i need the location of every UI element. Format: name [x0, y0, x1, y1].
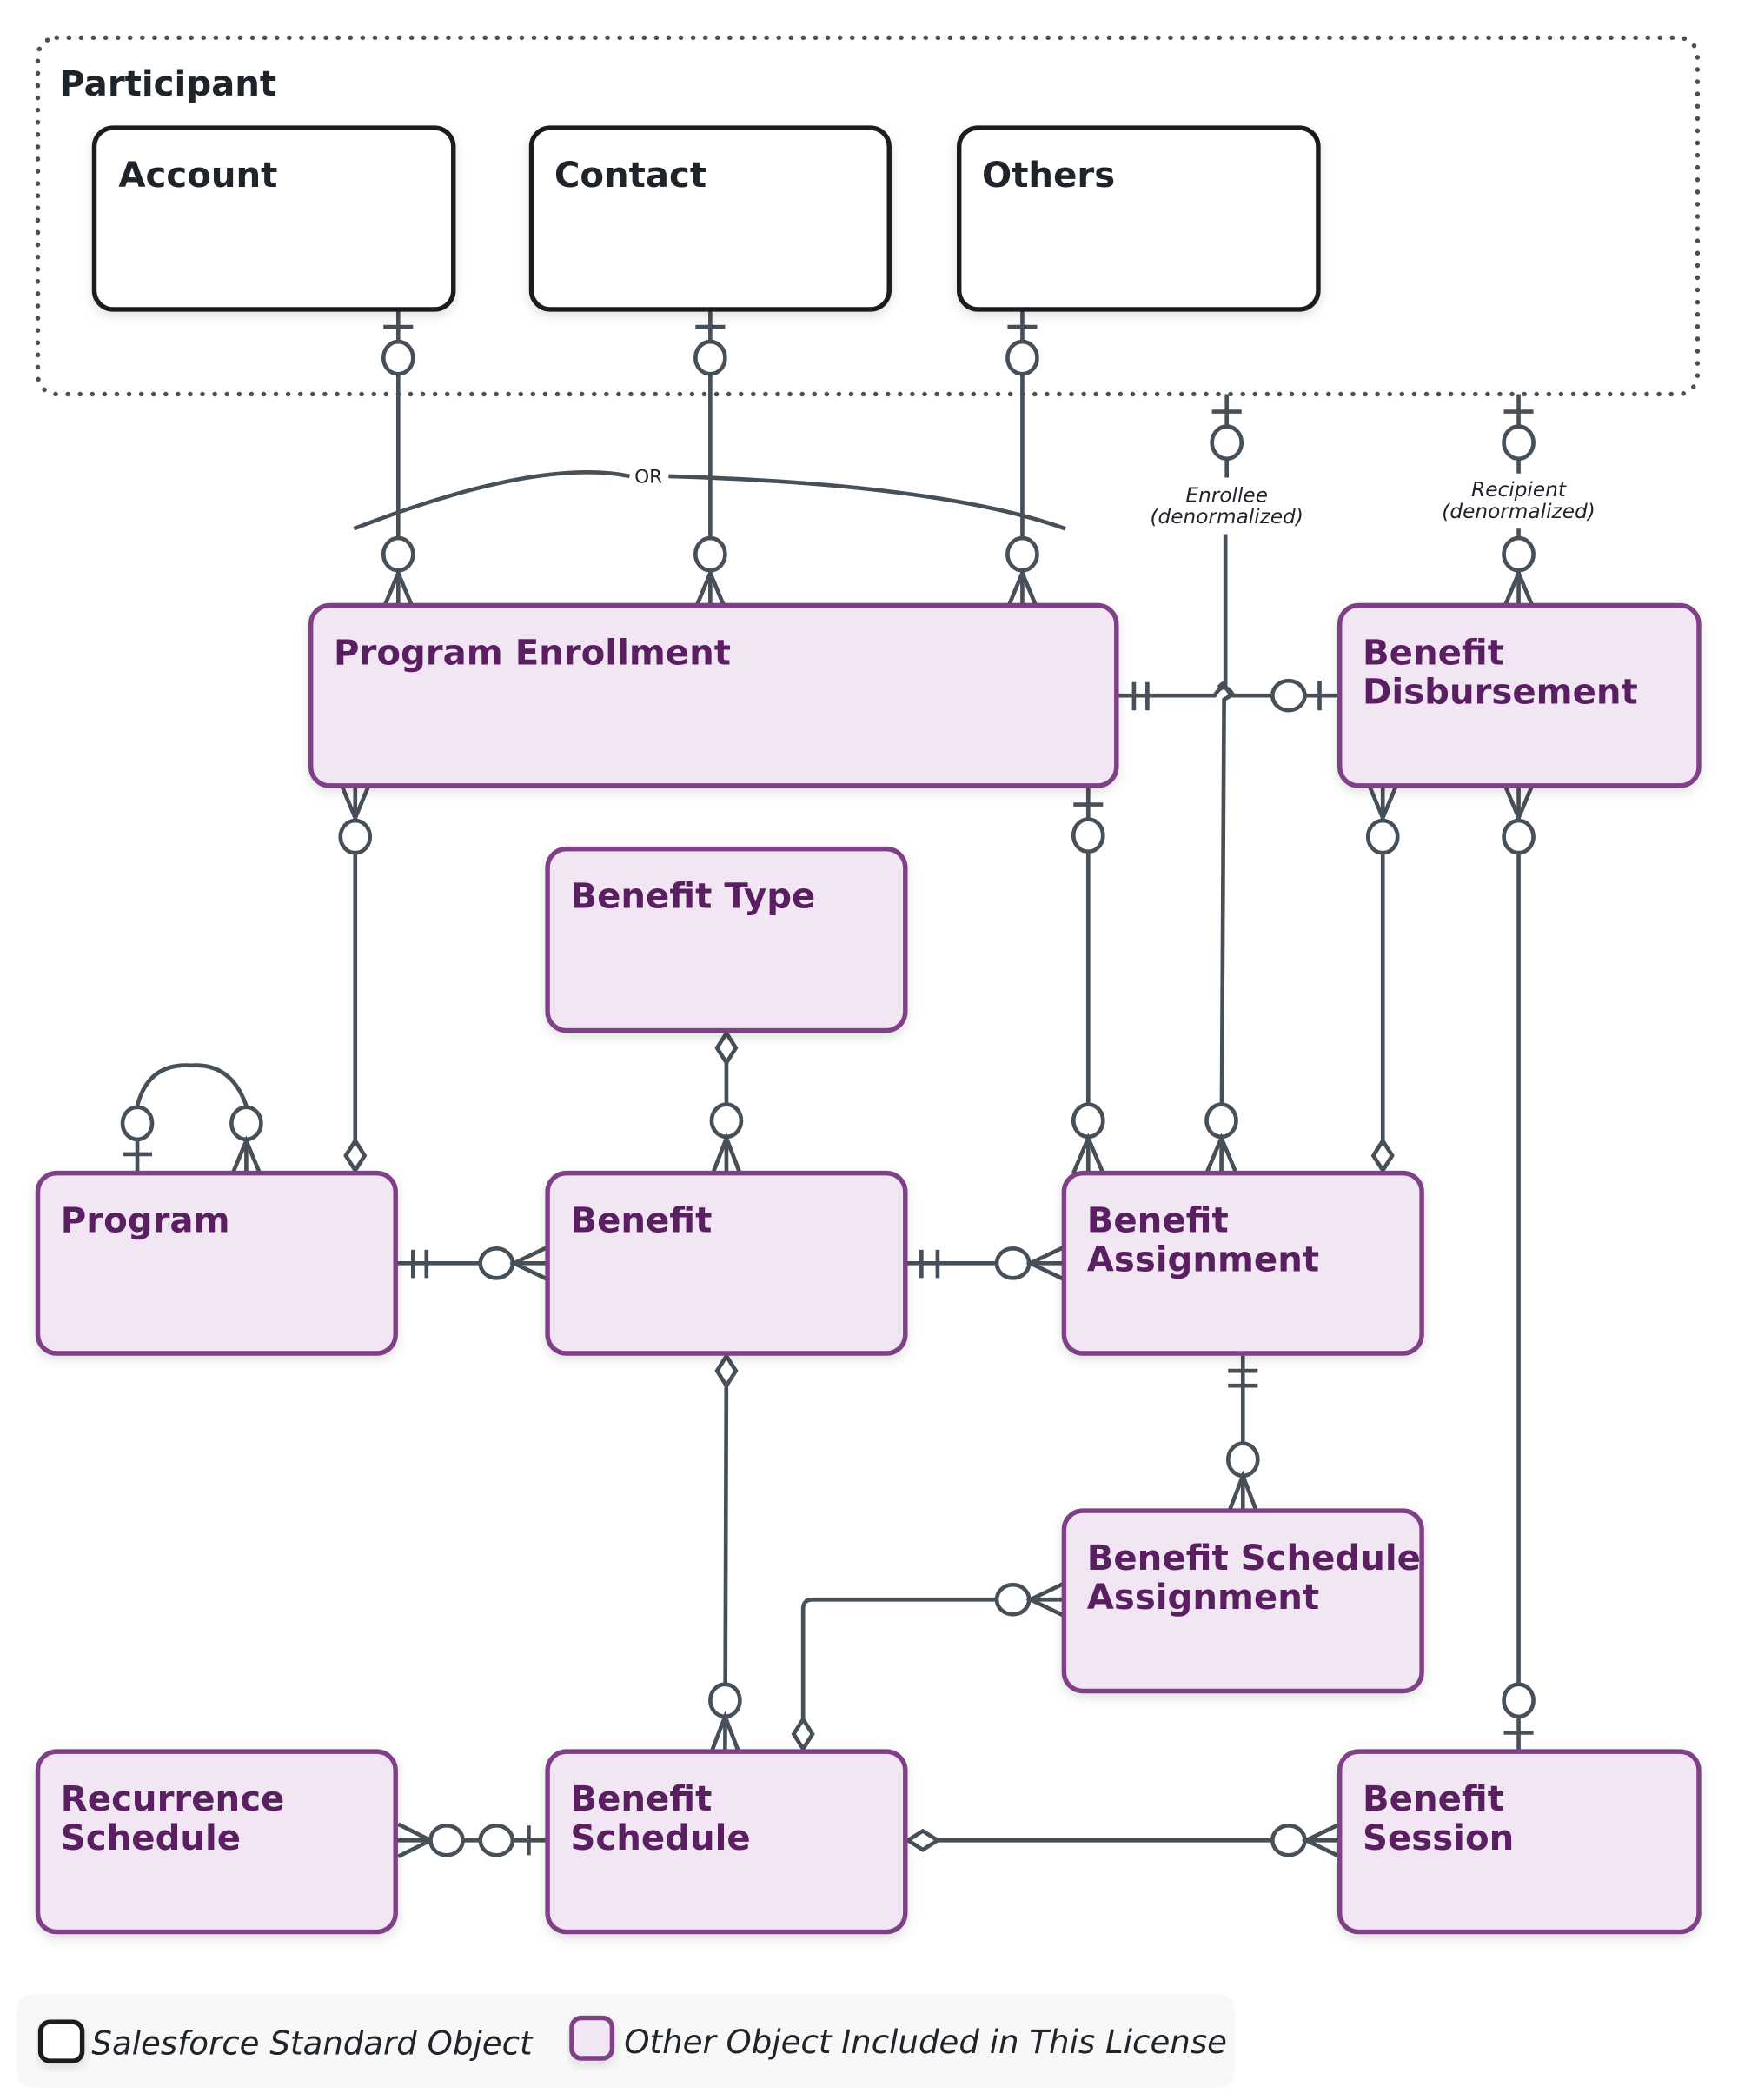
entity-contact-title: Contact	[554, 156, 706, 196]
entity-benefit-disbursement[interactable]: Benefit Disbursement	[1337, 602, 1702, 788]
legend-license-swatch	[569, 2015, 615, 2061]
entity-others-title: Others	[982, 156, 1115, 196]
connector-benefit-benefit-schedule	[708, 1352, 742, 1752]
connector-recipient-benefit-disbursement: Recipient (denormalized)	[1442, 394, 1595, 607]
entities: Account Contact Others Program Enrollmen…	[35, 125, 1702, 1935]
connector-recurrence-schedule-benefit-schedule	[395, 1822, 548, 1858]
connector-others-program-enrollment	[1005, 309, 1039, 607]
legend-background	[16, 1993, 1235, 2089]
entity-benefit-session[interactable]: Benefit Session	[1337, 1749, 1702, 1935]
recipient-label-line1: Recipient	[1471, 478, 1567, 502]
or-label: OR	[634, 467, 662, 488]
entity-benefit-schedule-assignment-title-2: Assignment	[1087, 1578, 1319, 1618]
connector-account-program-enrollment	[381, 309, 415, 607]
connector-benefit-type-benefit	[709, 1029, 744, 1174]
legend-standard-swatch	[37, 2019, 85, 2063]
entity-recurrence-schedule[interactable]: Recurrence Schedule	[35, 1749, 398, 1935]
entity-benefit-assignment[interactable]: Benefit Assignment	[1061, 1170, 1424, 1356]
connector-contact-program-enrollment	[693, 309, 727, 607]
entity-program-enrollment[interactable]: Program Enrollment	[308, 602, 1119, 788]
connector-enrollee-benefit-assignment: Enrollee (denormalized)	[1150, 394, 1304, 1174]
legend-standard-label: Salesforce Standard Object	[91, 2024, 534, 2062]
entity-benefit[interactable]: Benefit	[545, 1170, 908, 1356]
entity-benefit-schedule[interactable]: Benefit Schedule	[545, 1749, 908, 1935]
enrollee-label-line2: (denormalized)	[1150, 505, 1303, 528]
or-arc: OR	[353, 467, 1066, 531]
legend-license-label: Other Object Included in This License	[624, 2024, 1227, 2061]
entity-benefit-assignment-title-1: Benefit	[1087, 1201, 1229, 1241]
entity-benefit-session-title-1: Benefit	[1363, 1779, 1504, 1819]
enrollee-label-line1: Enrollee	[1185, 483, 1268, 507]
entity-benefit-assignment-title-2: Assignment	[1087, 1240, 1319, 1280]
connector-program-self	[120, 1063, 263, 1174]
entity-program-title: Program	[61, 1201, 230, 1241]
entity-benefit-title: Benefit	[570, 1201, 712, 1241]
entity-benefit-disbursement-title-2: Disbursement	[1363, 672, 1638, 712]
entity-benefit-schedule-title-1: Benefit	[570, 1779, 712, 1819]
connector-benefit-schedule-benefit-session	[904, 1822, 1341, 1858]
connector-program-benefit	[395, 1245, 549, 1281]
entity-recurrence-schedule-title-1: Recurrence	[61, 1779, 285, 1819]
entity-program[interactable]: Program	[35, 1170, 398, 1356]
entity-benefit-schedule-assignment-title-1: Benefit Schedule	[1087, 1538, 1421, 1578]
connector-benefit-disbursement-benefit-assignment	[1365, 784, 1400, 1174]
connector-program-enrollment-program	[338, 784, 373, 1174]
participant-group-border	[35, 35, 1701, 397]
legend-item-standard: Salesforce Standard Object	[37, 2019, 534, 2063]
entity-benefit-type[interactable]: Benefit Type	[545, 846, 908, 1033]
recipient-label-line2: (denormalized)	[1442, 500, 1595, 523]
connectors: OR Enrollee (denormalized) Recipient (de…	[120, 309, 1595, 1858]
connector-benefit-schedule-benefit-schedule-assignment	[791, 1581, 1065, 1753]
connector-benefit-assignment-benefit-schedule-assignment	[1225, 1353, 1260, 1512]
entity-benefit-type-title: Benefit Type	[570, 877, 815, 917]
participant-group: Participant	[35, 35, 1701, 397]
entity-others[interactable]: Others	[956, 125, 1321, 312]
connector-benefit-benefit-assignment	[905, 1245, 1065, 1281]
entity-program-enrollment-title: Program Enrollment	[334, 634, 731, 674]
entity-contact[interactable]: Contact	[528, 125, 892, 312]
legend: Salesforce Standard Object Other Object …	[16, 1993, 1235, 2089]
entity-benefit-disbursement-title-1: Benefit	[1363, 634, 1504, 674]
connector-benefit-disbursement-benefit-session	[1502, 784, 1536, 1752]
entity-benefit-schedule-title-2: Schedule	[570, 1818, 750, 1858]
entity-account[interactable]: Account	[91, 125, 456, 312]
entity-account-title: Account	[118, 156, 277, 196]
participant-group-title: Participant	[59, 64, 276, 104]
entity-benefit-session-title-2: Session	[1363, 1818, 1514, 1858]
entity-benefit-schedule-assignment[interactable]: Benefit Schedule Assignment	[1061, 1508, 1424, 1694]
entity-recurrence-schedule-title-2: Schedule	[61, 1818, 241, 1858]
connector-program-enrollment-benefit-assignment	[1071, 785, 1105, 1174]
connector-program-enrollment-benefit-disbursement	[1116, 678, 1340, 713]
legend-item-license: Other Object Included in This License	[569, 2015, 1227, 2061]
